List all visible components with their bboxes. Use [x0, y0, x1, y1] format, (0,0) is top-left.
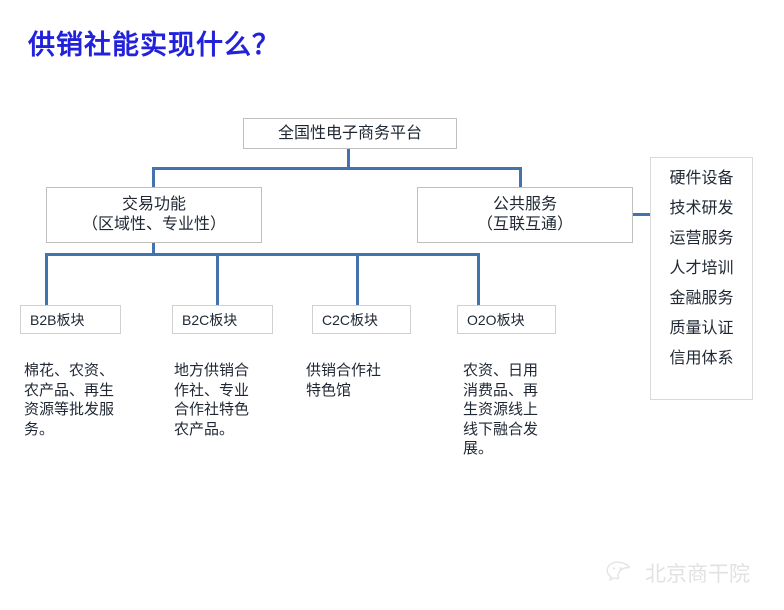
node-leaf-o2o-label: O2O板块: [467, 311, 525, 328]
node-public-service[interactable]: 公共服务 （互联互通）: [417, 187, 633, 243]
service-item-hardware[interactable]: 硬件设备: [669, 170, 734, 187]
page-title: 供销社能实现什么？: [28, 30, 280, 60]
connector-root-stem: [347, 148, 350, 170]
service-item-rnd[interactable]: 技术研发: [669, 200, 734, 217]
node-leaf-o2o[interactable]: O2O板块: [457, 305, 556, 334]
desc-o2o: 农资、日用消费品、再生资源线上线下融合发展。: [463, 363, 539, 457]
node-root[interactable]: 全国性电子商务平台: [243, 118, 457, 149]
connector-level2-left-stem: [152, 167, 155, 187]
node-trading-function-line2: （区域性、专业性）: [81, 216, 226, 233]
desc-b2c: 地方供销合作社、专业合作社特色农产品。: [174, 363, 250, 438]
connector-leaf-stem-1: [45, 253, 48, 306]
connector-leaf-stem-4: [477, 253, 480, 306]
service-item-credit[interactable]: 信用体系: [669, 350, 734, 367]
service-item-quality[interactable]: 质量认证: [669, 320, 734, 337]
desc-c2c: 供销合作社特色馆: [306, 363, 382, 399]
connector-leaf-stem-2: [216, 253, 219, 306]
node-leaf-b2c[interactable]: B2C板块: [172, 305, 273, 334]
node-root-label: 全国性电子商务平台: [277, 124, 422, 142]
node-leaf-b2b-label: B2B板块: [30, 311, 85, 328]
service-item-operations[interactable]: 运营服务: [669, 230, 734, 247]
node-public-service-line1: 公共服务: [492, 196, 557, 214]
services-list: 硬件设备 技术研发 运营服务 人才培训 金融服务 质量认证 信用体系: [650, 157, 753, 400]
node-leaf-b2c-label: B2C板块: [182, 311, 238, 328]
connector-trading-stem: [152, 243, 155, 256]
connector-level2-right-stem: [519, 167, 522, 187]
node-public-service-line2: （互联互通）: [476, 216, 573, 233]
wechat-icon: [606, 560, 636, 587]
connector-leaf-stem-3: [356, 253, 359, 306]
connector-leaf-bar: [45, 253, 480, 256]
connector-services-link: [633, 213, 652, 216]
node-leaf-c2c[interactable]: C2C板块: [312, 305, 411, 334]
watermark: 北京商干院: [606, 558, 750, 588]
node-trading-function-line1: 交易功能: [121, 196, 186, 214]
service-item-training[interactable]: 人才培训: [669, 260, 734, 277]
node-leaf-b2b[interactable]: B2B板块: [20, 305, 121, 334]
connector-level2-bar: [152, 167, 522, 170]
watermark-text: 北京商干院: [645, 563, 750, 586]
node-leaf-c2c-label: C2C板块: [322, 311, 379, 328]
service-item-finance[interactable]: 金融服务: [669, 290, 734, 307]
node-trading-function[interactable]: 交易功能 （区域性、专业性）: [46, 187, 262, 243]
desc-b2b: 棉花、农资、农产品、再生资源等批发服务。: [24, 363, 115, 438]
